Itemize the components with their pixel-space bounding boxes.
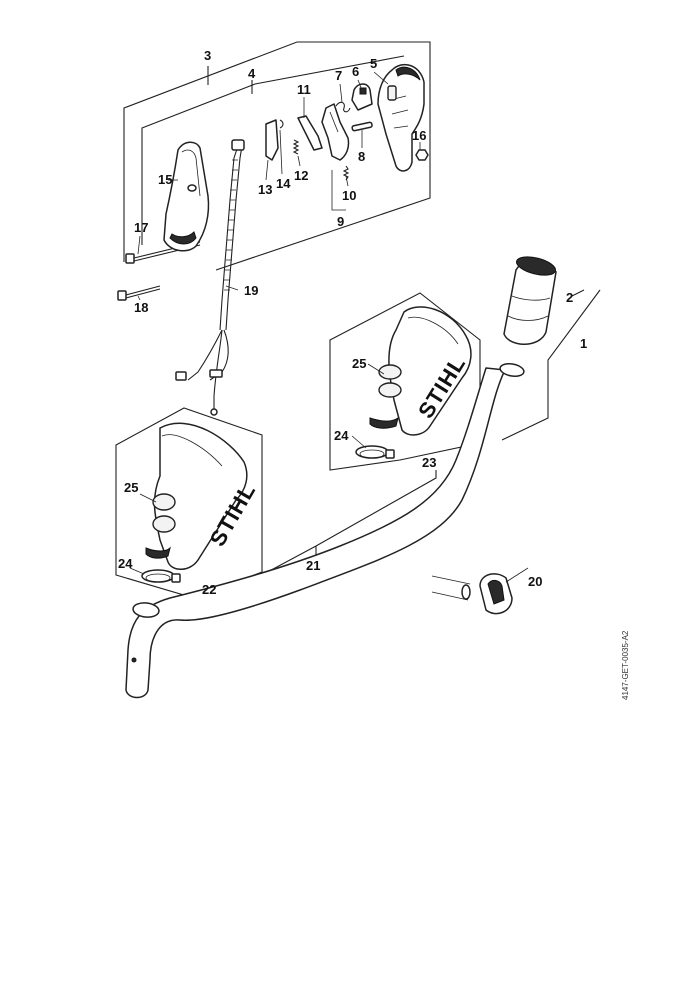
spring-7 [335, 101, 351, 113]
label-8: 8 [358, 149, 365, 164]
label-17: 17 [134, 220, 148, 235]
label-13: 13 [258, 182, 272, 197]
throttle-cable-19 [175, 139, 245, 416]
label-6: 6 [352, 64, 359, 79]
nut-16 [415, 149, 429, 161]
hose-clamp-24b [355, 445, 395, 459]
label-25-lower: 25 [124, 480, 138, 495]
label-24-upper: 24 [334, 428, 349, 443]
hose-clamp-24a [141, 569, 181, 583]
label-9: 9 [337, 214, 344, 229]
housing-half-left [163, 141, 210, 252]
label-16: 16 [412, 128, 426, 143]
lever-11 [297, 115, 323, 151]
label-21: 21 [306, 558, 320, 573]
label-15: 15 [158, 172, 172, 187]
group-bracket-1-2 [501, 289, 601, 441]
spring-14 [279, 119, 284, 129]
label-7: 7 [335, 68, 342, 83]
group-bracket-3 [123, 41, 431, 271]
hand-guard-23: STIHL [369, 306, 472, 436]
label-23: 23 [422, 455, 436, 470]
label-1: 1 [580, 336, 587, 351]
label-24-lower: 24 [118, 556, 133, 571]
pin-8 [351, 121, 373, 132]
label-22: 22 [202, 582, 216, 597]
handlebar-tube-1 [125, 362, 525, 699]
label-4: 4 [248, 66, 256, 81]
leader-lines [129, 71, 529, 583]
screw-18 [117, 285, 161, 301]
label-3: 3 [204, 48, 211, 63]
lockout-lever-13 [265, 119, 279, 161]
document-id: 4147-GET-0035-A2 [621, 630, 630, 700]
spring-12 [292, 139, 300, 155]
handle-housing-5 [377, 63, 425, 172]
hand-guard-22: STIHL [145, 422, 261, 570]
group-bracket-4 [141, 55, 405, 245]
label-5: 5 [370, 56, 377, 71]
label-10: 10 [342, 188, 356, 203]
switch-6 [351, 83, 373, 111]
label-11: 11 [297, 82, 311, 97]
clamp-20 [431, 573, 513, 615]
spring-10 [342, 165, 350, 181]
grip-2 [503, 256, 557, 345]
label-19: 19 [244, 283, 258, 298]
label-18: 18 [134, 300, 148, 315]
label-2: 2 [566, 290, 573, 305]
label-25-upper: 25 [352, 356, 366, 371]
group-box-22 [115, 407, 263, 599]
label-12: 12 [294, 168, 308, 183]
throttle-trigger-9 [321, 103, 350, 161]
label-20: 20 [528, 574, 542, 589]
label-14: 14 [276, 176, 291, 191]
